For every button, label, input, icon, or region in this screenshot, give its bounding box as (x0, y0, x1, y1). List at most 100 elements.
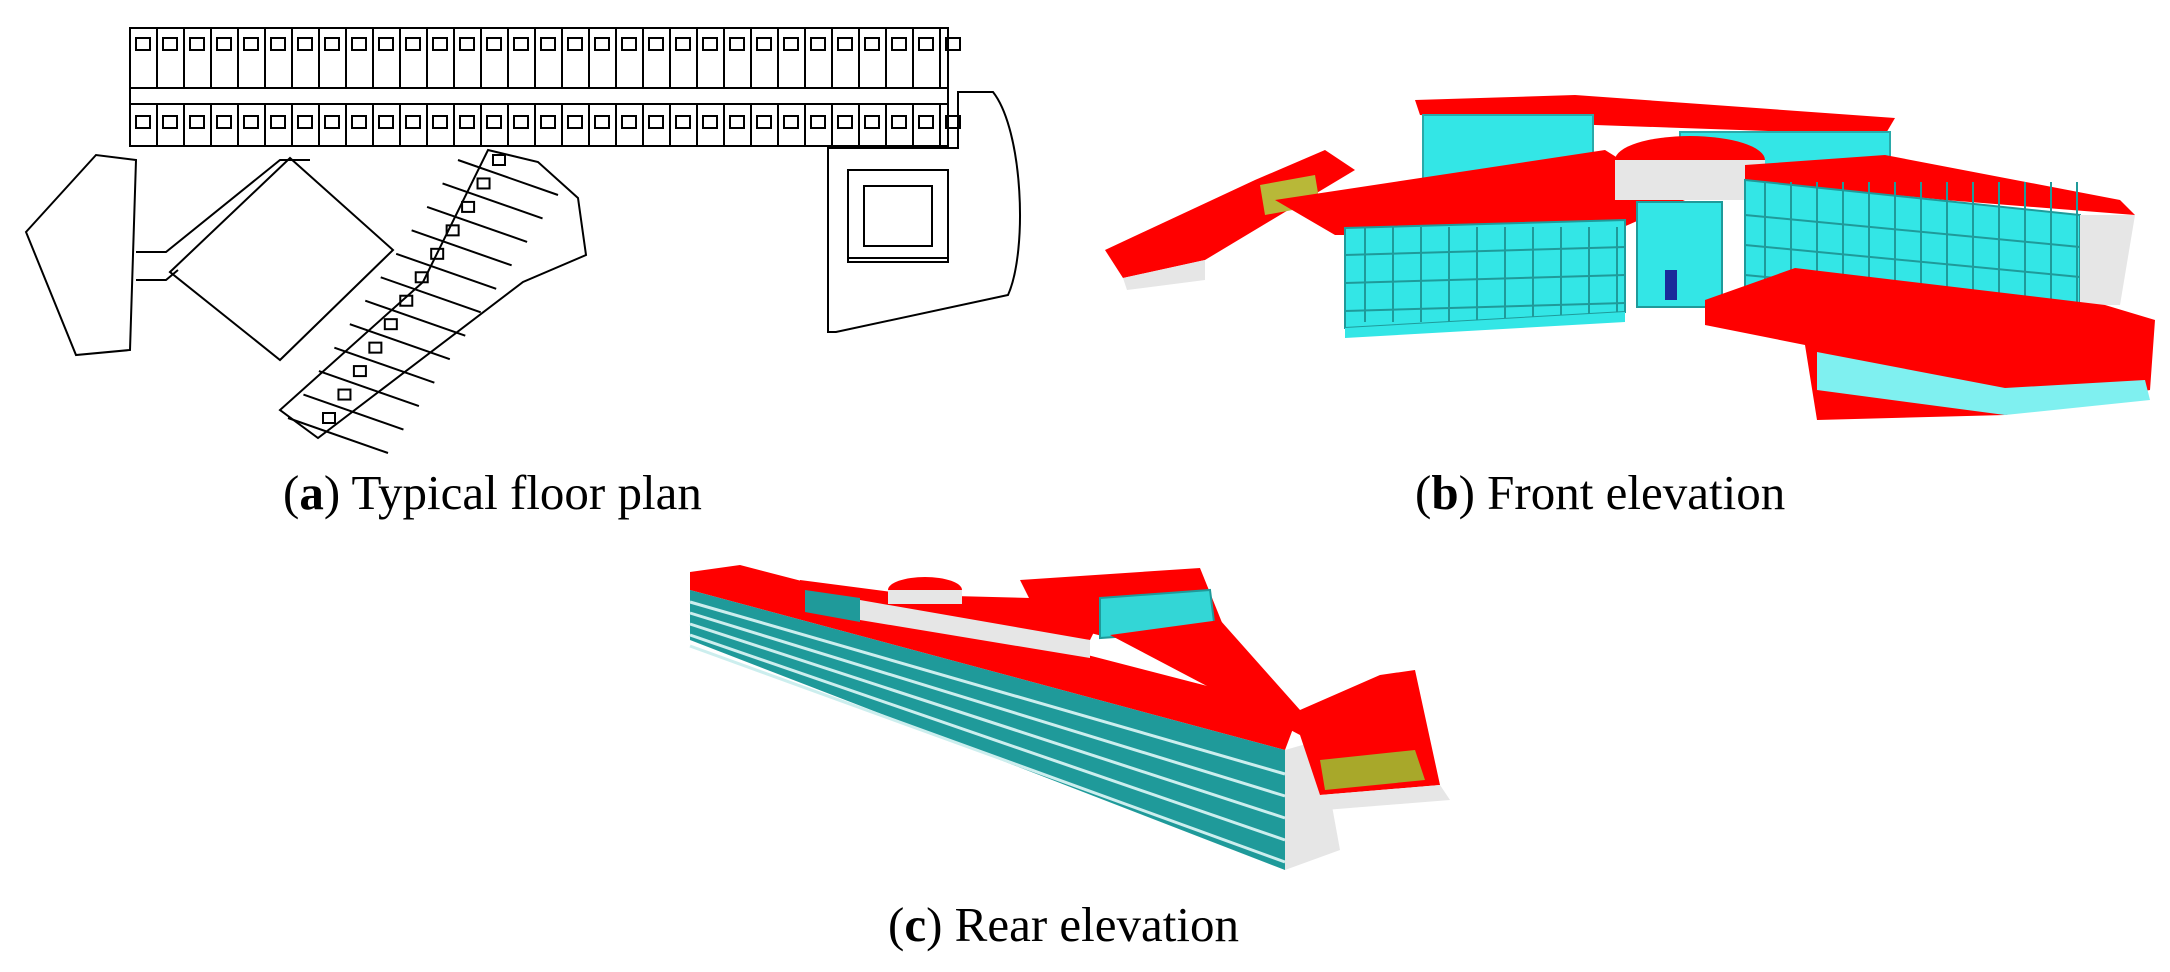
right-pavilion-inner (847, 169, 949, 263)
rear-facade-band (689, 600, 1286, 776)
room-fixture (891, 37, 907, 51)
diagonal-room-fixture (383, 318, 398, 331)
room-fixture (459, 115, 475, 129)
room-fixture (486, 37, 502, 51)
room-fixture (270, 115, 286, 129)
middle-wing-floor-line (1344, 302, 1626, 312)
right-pavilion (827, 91, 1021, 333)
room-fixture (567, 115, 583, 129)
middle-wing-floor-line (1344, 246, 1626, 256)
diagonal-room-partition (287, 417, 389, 454)
room-fixture (351, 37, 367, 51)
room-fixture (189, 115, 205, 129)
caption-c: (c) Rear elevation (888, 897, 1239, 952)
diagonal-room-fixture (352, 365, 367, 378)
rear-facade-band (689, 622, 1286, 820)
rear-facade-bands (689, 600, 1286, 864)
room-fixture (945, 37, 961, 51)
room-fixture (513, 115, 529, 129)
room-fixture (270, 37, 286, 51)
rear-facade-band (689, 633, 1286, 842)
upper-block-wall (860, 600, 1090, 658)
diagonal-room-partition (349, 323, 451, 361)
room-fixture (486, 115, 502, 129)
right-wing-end-wall (2080, 215, 2135, 305)
plaza-glass-edge (1817, 352, 2150, 415)
rear-elevation-render (680, 560, 1500, 870)
room-fixture (648, 115, 664, 129)
upper-block-glass (805, 590, 860, 622)
room-fixture (324, 115, 340, 129)
rotunda-wall (1615, 160, 1765, 200)
diagonal-room-partition (411, 229, 512, 267)
room-fixture (918, 115, 934, 129)
room-fixture (297, 115, 313, 129)
room-fixture (189, 37, 205, 51)
middle-wing-roof (1275, 150, 1685, 235)
rear-rotunda-wall (888, 590, 962, 604)
room-fixture (702, 115, 718, 129)
diagonal-room-partition (442, 182, 543, 220)
diagonal-room-partition (380, 276, 482, 314)
rear-facade-band (689, 611, 1286, 798)
room-fixture (810, 115, 826, 129)
diagonal-room-fixture (399, 294, 414, 307)
room-fixture (702, 37, 718, 51)
diagonal-room-fixture (492, 154, 506, 166)
room-fixture (135, 37, 151, 51)
rear-facade-band (689, 644, 1286, 864)
room-fixture (594, 37, 610, 51)
room-fixture (351, 115, 367, 129)
diagonal-wing-outline (278, 148, 588, 440)
diagonal-room-fixture (476, 177, 491, 190)
room-fixture (135, 115, 151, 129)
room-fixture (513, 37, 529, 51)
room-fixture (405, 115, 421, 129)
room-fixture (675, 37, 691, 51)
front-elevation-render (1105, 90, 2155, 450)
middle-wing-grid (1344, 227, 1626, 322)
room-fixture (162, 37, 178, 51)
room-fixture (783, 115, 799, 129)
right-wing-floor-line (1744, 244, 2081, 278)
diagonal-room-fixture (430, 247, 445, 260)
olive-band (1320, 750, 1425, 790)
room-fixture (162, 115, 178, 129)
right-wing-wall (1320, 785, 1450, 810)
diagonal-wing-rooms (287, 154, 559, 454)
caption-b-text: Front elevation (1487, 465, 1786, 520)
front-elevation-svg (1105, 95, 2155, 420)
right-pavilion-core (863, 185, 933, 247)
central-core-glass (1636, 201, 1723, 308)
middle-wing-floor-line (1344, 274, 1626, 284)
caption-a-letter: a (299, 465, 324, 520)
caption-a-text: Typical floor plan (351, 465, 702, 520)
room-fixture (378, 37, 394, 51)
diagonal-room-fixture (368, 341, 383, 354)
room-fixture (432, 37, 448, 51)
room-fixture (810, 37, 826, 51)
room-fixture (756, 115, 772, 129)
room-fixture (864, 37, 880, 51)
diagonal-room-fixture (337, 388, 352, 401)
room-fixture (459, 37, 475, 51)
left-square-block (168, 156, 395, 362)
room-fixture (891, 115, 907, 129)
room-fixture (621, 115, 637, 129)
central-door (1665, 270, 1677, 300)
room-fixture (621, 37, 637, 51)
room-fixture (783, 37, 799, 51)
floor-plan-drawing (18, 20, 1023, 454)
room-fixture (594, 115, 610, 129)
room-fixture (297, 37, 313, 51)
room-fixture (540, 115, 556, 129)
room-fixture (540, 37, 556, 51)
diagonal-room-partition (334, 346, 435, 384)
left-link-corridor-2 (136, 269, 179, 281)
left-low-wing-wall (1123, 260, 1205, 290)
room-fixture (918, 37, 934, 51)
room-fixture (567, 37, 583, 51)
left-pavilion (24, 153, 138, 357)
caption-c-letter: c (904, 897, 927, 952)
room-fixture (837, 115, 853, 129)
